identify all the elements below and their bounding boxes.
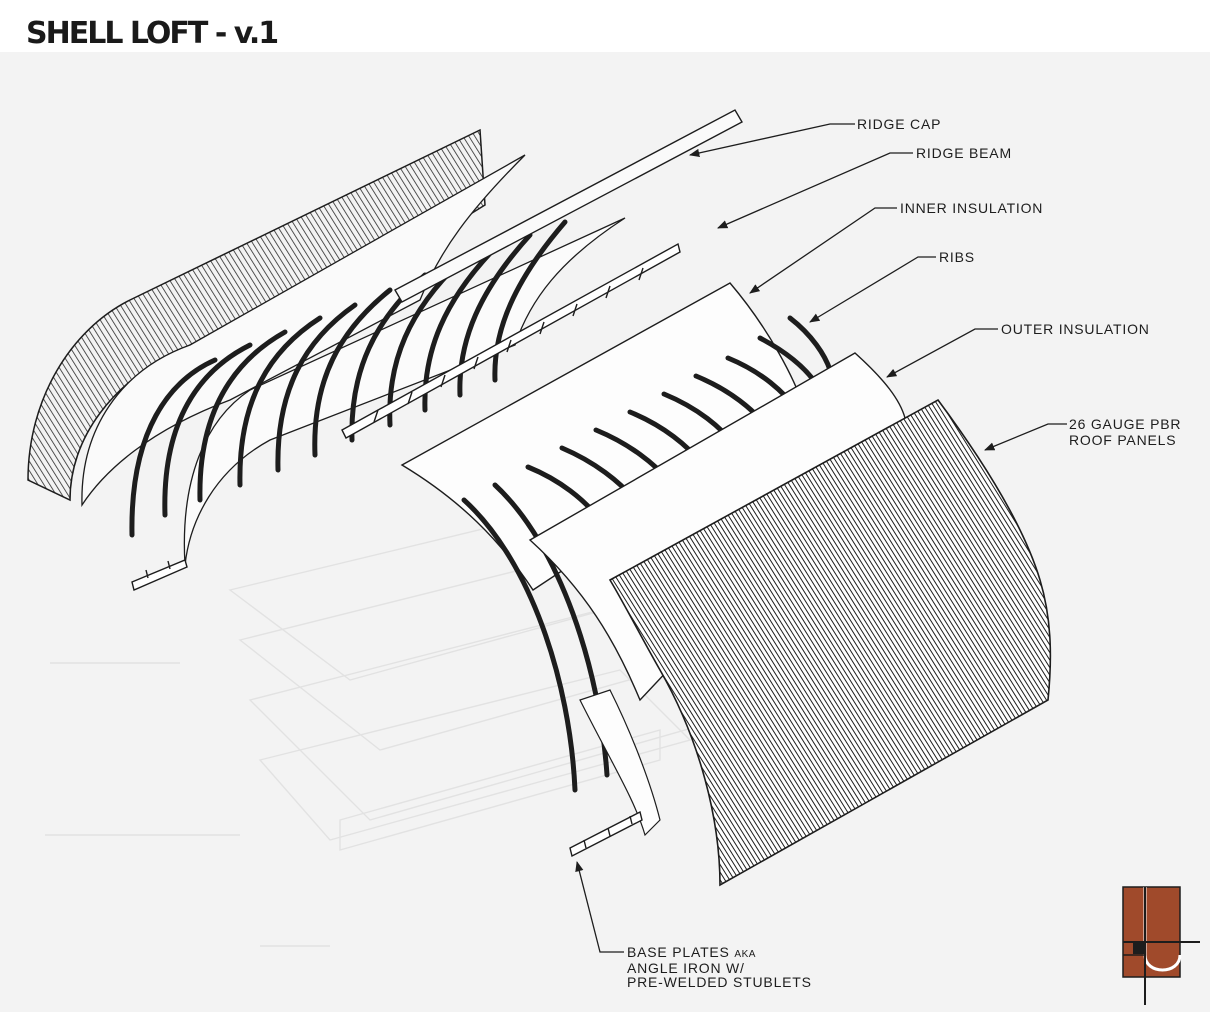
label-outer-insulation: OUTER INSULATION — [1001, 321, 1150, 337]
label-base-plates-line2: ANGLE IRON W/ — [627, 960, 745, 976]
label-ridge-cap: RIDGE CAP — [857, 116, 942, 132]
inner-insulation-far — [183, 217, 626, 566]
label-ribs: RIBS — [939, 249, 975, 265]
base-plate-far — [131, 559, 188, 591]
base-plates-aka: AKA — [734, 949, 756, 960]
label-roof-panels-line1: 26 GAUGE PBR — [1069, 416, 1182, 432]
leader-lines — [575, 123, 1067, 953]
roof-panels-near — [608, 398, 1052, 887]
base-plate-near — [569, 810, 643, 858]
page-title: SHELL LOFT - v.1 — [26, 16, 279, 51]
label-inner-insulation: INNER INSULATION — [900, 200, 1044, 216]
ribs-far — [129, 219, 568, 538]
label-roof-panels-line2: ROOF PANELS — [1069, 432, 1177, 448]
label-base-plates-line3: PRE-WELDED STUBLETS — [627, 974, 812, 990]
ribs-near — [461, 315, 833, 793]
base-plates-text: BASE PLATES — [627, 944, 730, 960]
label-base-plates-line1: BASE PLATES AKA — [627, 945, 756, 962]
brand-mark-icon — [1122, 886, 1200, 1005]
ridge-cap — [394, 109, 743, 303]
label-ridge-beam: RIDGE BEAM — [916, 145, 1012, 161]
ridge-beam — [341, 242, 681, 439]
